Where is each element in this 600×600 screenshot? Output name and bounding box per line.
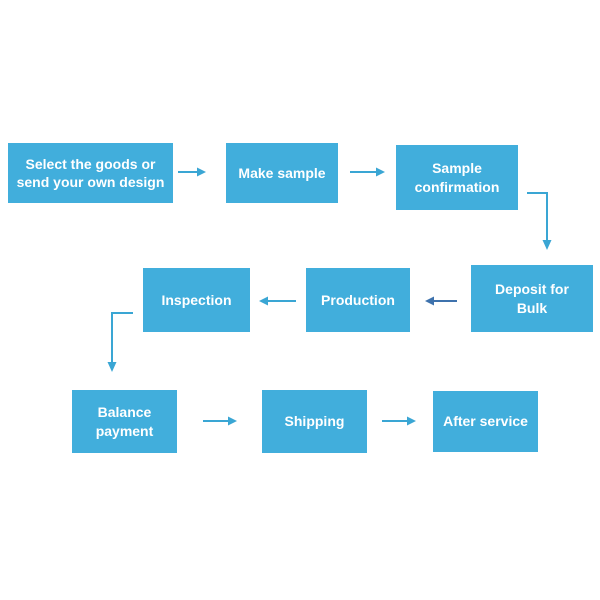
elbow-arrow-down-icon-inspection-to-balance xyxy=(107,312,133,372)
arrow-right-icon-make-sample-to-confirmation xyxy=(350,167,385,177)
flow-step-make-sample: Make sample xyxy=(226,143,338,203)
arrow-right-icon-shipping-to-after-service xyxy=(382,416,416,426)
flow-step-sample-confirmation: Sample confirmation xyxy=(396,145,518,210)
arrow-right-icon-balance-to-shipping xyxy=(203,416,237,426)
flow-step-select-goods: Select the goods or send your own design xyxy=(8,143,173,203)
arrow-left-icon-deposit-to-production xyxy=(425,296,457,306)
flow-step-balance-payment: Balance payment xyxy=(72,390,177,453)
flow-step-production: Production xyxy=(306,268,410,332)
arrow-left-icon-production-to-inspection xyxy=(259,296,296,306)
elbow-arrow-down-icon-confirmation-to-deposit xyxy=(527,192,552,250)
flow-step-shipping: Shipping xyxy=(262,390,367,453)
flow-step-deposit-for-bulk: Deposit for Bulk xyxy=(471,265,593,332)
flow-step-inspection: Inspection xyxy=(143,268,250,332)
flow-step-after-service: After service xyxy=(433,391,538,452)
arrow-right-icon-select-to-make-sample xyxy=(178,167,206,177)
